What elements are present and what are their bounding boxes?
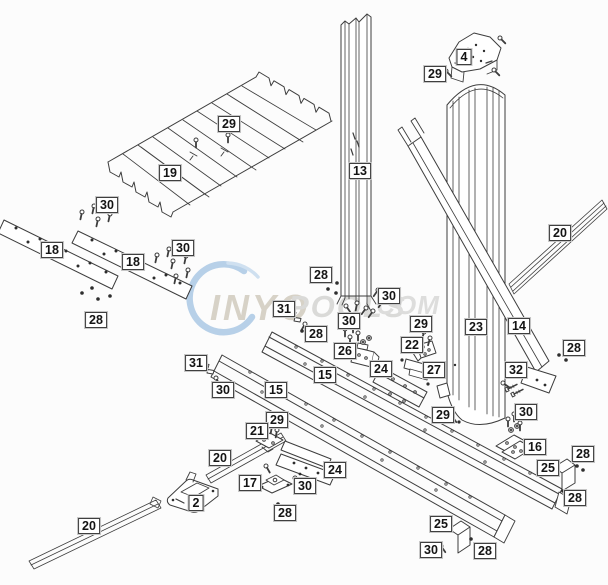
part-label-29: 29	[266, 412, 288, 428]
part-label-26: 26	[334, 343, 356, 359]
part-label-29: 29	[410, 316, 432, 332]
part-label-4: 4	[456, 49, 472, 65]
part-17-bracket	[257, 474, 302, 510]
part-14-diagonal-brace	[397, 117, 557, 394]
part-label-14: 14	[508, 318, 530, 334]
part-label-30: 30	[96, 197, 118, 213]
part-29-screw-column-base	[448, 412, 461, 425]
part-label-27: 27	[423, 362, 445, 378]
part-24-plates-bottom	[262, 440, 336, 486]
part-label-29: 29	[218, 116, 240, 132]
part-label-24: 24	[370, 361, 392, 377]
part-label-23: 23	[465, 319, 487, 335]
part-label-28: 28	[274, 505, 296, 521]
part-label-30: 30	[420, 542, 442, 558]
part-label-25: 25	[430, 516, 452, 532]
part-label-13: 13	[349, 163, 371, 179]
part-label-28: 28	[563, 340, 585, 356]
part-label-15: 15	[314, 367, 336, 383]
part-label-30: 30	[515, 404, 537, 420]
part-label-31: 31	[273, 301, 295, 317]
part-label-30: 30	[212, 382, 234, 398]
part-label-30: 30	[338, 313, 360, 329]
part-label-16: 16	[524, 439, 546, 455]
part-label-19: 19	[159, 165, 181, 181]
part-32-bolts	[499, 353, 568, 398]
part-label-15: 15	[265, 382, 287, 398]
part-label-18: 18	[41, 242, 63, 258]
part-label-29: 29	[424, 66, 446, 82]
part-20-rail-top-right	[508, 199, 608, 295]
part-24-channel-right	[372, 366, 428, 408]
part-25-angle-brackets	[437, 458, 585, 555]
part-label-32: 32	[505, 362, 527, 378]
part-label-24: 24	[324, 462, 346, 478]
part-label-25: 25	[537, 460, 559, 476]
part-15-bottom-rails	[210, 331, 572, 544]
part-label-30: 30	[378, 288, 400, 304]
part-label-28: 28	[305, 326, 327, 342]
part-label-20: 20	[78, 518, 100, 534]
part-label-28: 28	[85, 312, 107, 328]
part-label-28: 28	[474, 543, 496, 559]
part-label-29: 29	[432, 407, 454, 423]
part-19-corrugated-panel	[107, 71, 333, 218]
part-label-30: 30	[172, 240, 194, 256]
part-label-17: 17	[239, 475, 261, 491]
part-label-28: 28	[572, 446, 594, 462]
part-label-21: 21	[246, 423, 268, 439]
part-label-20: 20	[549, 225, 571, 241]
strip-hardware-screws	[77, 202, 192, 301]
part-label-30: 30	[294, 478, 316, 494]
part-label-22: 22	[401, 337, 423, 353]
part-label-2: 2	[188, 495, 204, 511]
part-label-28: 28	[310, 267, 332, 283]
part-label-28: 28	[564, 490, 586, 506]
part-label-18: 18	[122, 254, 144, 270]
part-label-31: 31	[185, 355, 207, 371]
part-label-20: 20	[209, 450, 231, 466]
part-13-upright-post	[326, 13, 387, 320]
